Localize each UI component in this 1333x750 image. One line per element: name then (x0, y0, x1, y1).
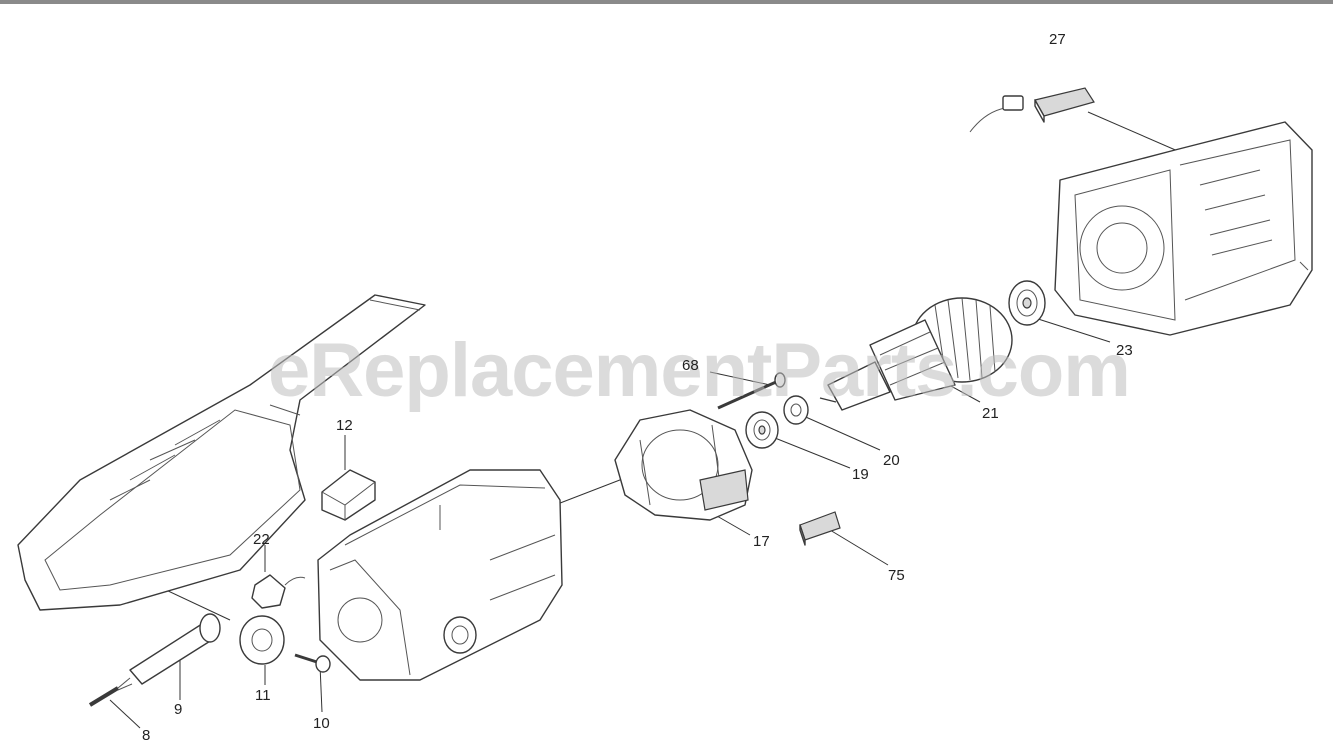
callout-20: 20 (883, 452, 900, 469)
part-12-block (321, 469, 376, 521)
part-10-screw (294, 653, 331, 673)
callout-68: 68 (682, 357, 699, 374)
part-68-screw (717, 372, 786, 410)
top-border (0, 0, 1333, 4)
callout-10: 10 (313, 715, 330, 732)
callout-labels: 27 23 21 68 20 19 17 75 12 22 11 9 10 8 (142, 31, 1133, 744)
callout-12: 12 (336, 417, 353, 434)
part-8-cord (88, 677, 133, 707)
callout-19: 19 (852, 466, 869, 483)
part-gear-housing (1054, 121, 1313, 336)
part-23-bearing (1008, 280, 1046, 326)
callout-75: 75 (888, 567, 905, 584)
callout-17: 17 (753, 533, 770, 550)
callout-21: 21 (982, 405, 999, 422)
part-75-brush-holder (799, 511, 841, 546)
callout-8: 8 (142, 727, 150, 744)
part-17-field (614, 409, 753, 521)
part-22-suppressor (251, 574, 306, 609)
callout-23: 23 (1116, 342, 1133, 359)
callout-22: 22 (253, 531, 270, 548)
callout-11: 11 (255, 687, 271, 704)
part-9-cord-guard (129, 613, 221, 685)
part-27-switch (969, 87, 1095, 133)
part-21-armature (819, 297, 1013, 411)
part-11-clamp (239, 615, 285, 665)
part-motor-housing (317, 469, 563, 681)
part-19-bearing (745, 411, 779, 449)
part-20-washer (783, 395, 809, 425)
watermark-text: eReplacementParts.com (268, 328, 1130, 413)
callout-9: 9 (174, 701, 182, 718)
part-handle-housing (17, 294, 426, 611)
callout-27: 27 (1049, 31, 1066, 48)
